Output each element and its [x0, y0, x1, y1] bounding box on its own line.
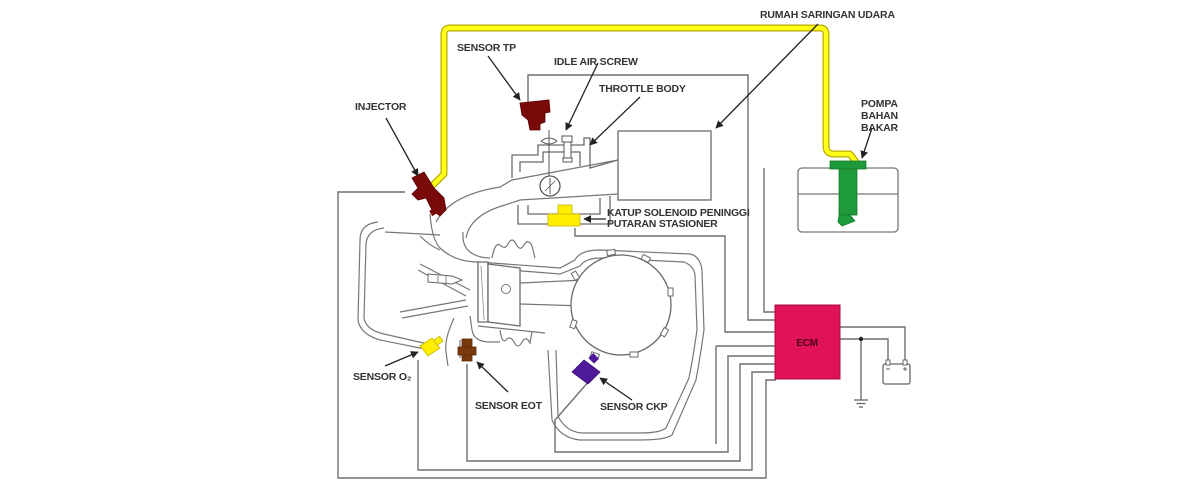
label-sensor-eot: SENSOR EOT: [475, 400, 543, 412]
label-fuel-pump-1: POMPA: [861, 98, 898, 110]
label-throttle-body: THROTTLE BODY: [599, 83, 686, 95]
fuel-pump: [829, 160, 867, 227]
throttle-body: [435, 130, 619, 239]
idle-air-screw: [561, 135, 573, 163]
labels: RUMAH SARINGAN UDARA SENSOR TP IDLE AIR …: [353, 9, 899, 413]
battery-icon: [882, 359, 911, 385]
label-injector: INJECTOR: [355, 101, 407, 113]
fuel-injector: [411, 171, 447, 217]
air-filter-box: [617, 130, 712, 201]
leader-lines: [384, 23, 873, 401]
label-idle-solenoid-1: KATUP SOLENOID PENINGGI: [607, 207, 750, 219]
crankshaft-position-sensor: [571, 353, 601, 385]
oxygen-sensor: [419, 335, 444, 357]
engine: [357, 213, 705, 441]
label-sensor-o2: SENSOR O₂: [353, 371, 412, 383]
ecm-unit: ECM: [774, 304, 841, 380]
ecm-label: ECM: [796, 338, 818, 349]
idle-solenoid-valve: [547, 204, 581, 227]
label-fuel-pump-2: BAHAN: [861, 110, 898, 122]
wiring-harness: [337, 74, 906, 479]
label-air-filter: RUMAH SARINGAN UDARA: [760, 9, 895, 21]
label-idle-air-screw: IDLE AIR SCREW: [554, 56, 638, 68]
label-sensor-tp: SENSOR TP: [457, 42, 516, 54]
label-fuel-pump-3: BAKAR: [861, 122, 899, 134]
label-idle-solenoid-2: PUTARAN STASIONER: [607, 218, 718, 230]
fuel-line: [428, 24, 860, 190]
throttle-position-sensor: [519, 99, 551, 131]
label-sensor-ckp: SENSOR CKP: [600, 401, 668, 413]
ground-icon: [854, 399, 868, 408]
engine-oil-temp-sensor: [457, 338, 477, 362]
